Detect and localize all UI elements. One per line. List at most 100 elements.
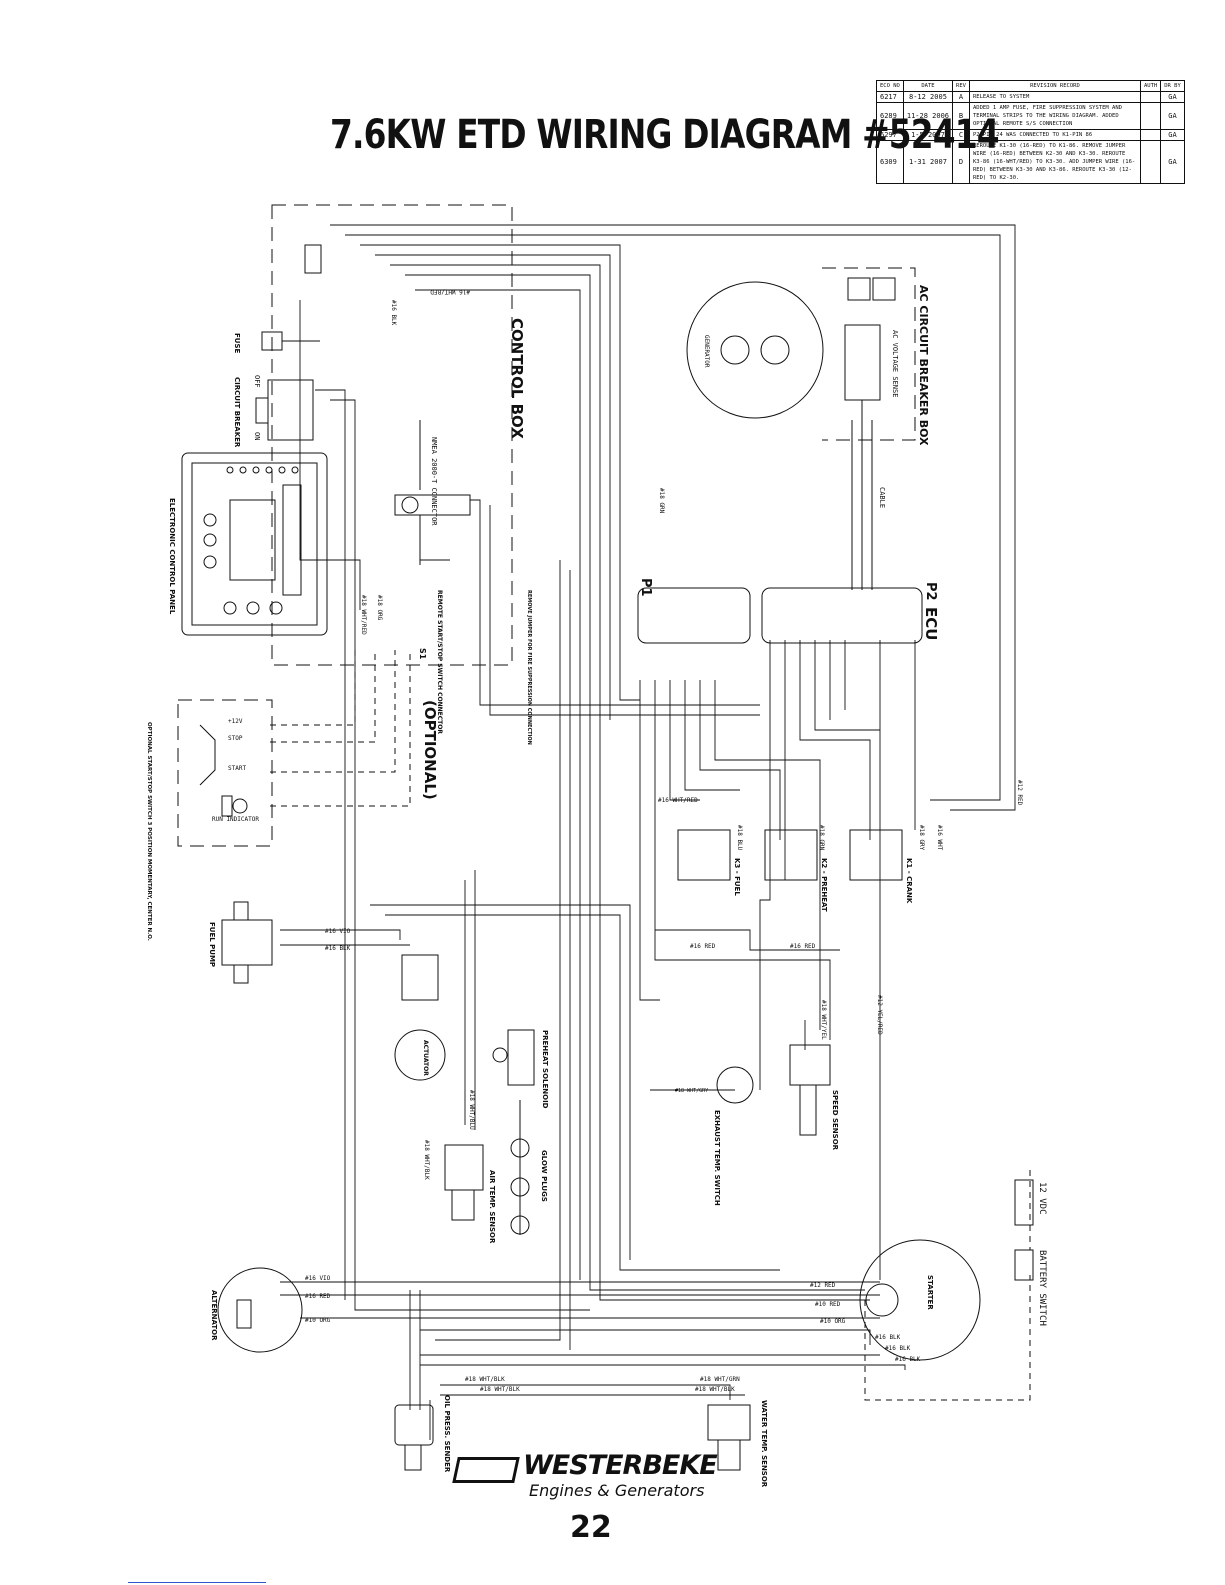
- wire-label: #12 RED: [1016, 780, 1023, 806]
- wire-label: #12 YEL/RED: [876, 995, 883, 1035]
- wire-label: #16 BLK: [875, 1334, 901, 1341]
- wire-label: #18 WHT/BLK: [465, 1376, 505, 1383]
- wire-label: #16 WHT/RED: [430, 288, 470, 295]
- preheat-solenoid-label: PREHEAT SOLENOID: [541, 1030, 549, 1109]
- wire-label: #16 BLK: [885, 1345, 911, 1352]
- wire-label: #18 BLU: [736, 825, 743, 851]
- k2-label: K2 - PREHEAT: [820, 858, 828, 912]
- wire-label: #18 WHT/BLU: [468, 1090, 475, 1130]
- wire-label: #16 RED: [690, 943, 716, 950]
- wire-label: #16 RED: [305, 1293, 331, 1300]
- wire-label: #10 ORG: [305, 1317, 331, 1324]
- remote-connector-label: REMOTE START/STOP SWITCH CONNECTOR: [436, 590, 443, 734]
- wire-label: #16 BLK: [390, 300, 397, 326]
- ac-voltage-sense-block: [844, 277, 896, 590]
- electronic-control-panel: [181, 452, 328, 636]
- alternator-symbol: [217, 1267, 303, 1353]
- relay-k1: [849, 829, 903, 881]
- wire-label: #18 WHT/YEL: [820, 1000, 827, 1040]
- battery-negative-loop: [864, 1275, 1031, 1401]
- optional-switch-symbol: [199, 724, 248, 817]
- optional-switch-outline: [177, 699, 273, 847]
- ecp-label: ELECTRONIC CONTROL PANEL: [168, 498, 176, 615]
- optional-wiring: [270, 650, 411, 807]
- actuator-symbol: [394, 954, 446, 1081]
- k1-label: K1 - CRANK: [905, 858, 913, 904]
- exhaust-temp-switch-symbol: [716, 1066, 754, 1104]
- p1-label: P1: [638, 578, 653, 597]
- pos-12v-label: +12V: [228, 718, 243, 725]
- wire-label: #10 RED: [815, 1301, 841, 1308]
- wire-label: #16 WHT/RED: [658, 797, 698, 804]
- page-number: 22: [570, 1510, 612, 1545]
- starter-label: STARTER: [926, 1275, 934, 1310]
- wire-label: #16 VIO: [305, 1275, 331, 1282]
- wire-label: #18 ORG: [376, 595, 383, 621]
- nmea-connector-label: NMEA 2000-T CONNECTOR: [430, 437, 438, 526]
- water-temp-label: WATER TEMP. SENSOR: [760, 1400, 768, 1488]
- alternator-label: ALTERNATOR: [210, 1290, 218, 1341]
- ac-breaker-box-label: AC CIRCUIT BREAKER BOX: [917, 285, 930, 446]
- col-auth: AUTH: [1139, 80, 1162, 92]
- ecu-connector-p1: [637, 587, 751, 644]
- cell-date: 1-31 2007: [902, 140, 954, 184]
- circuit-breaker-symbol: [255, 379, 314, 441]
- ac-voltage-sense-label: AC VOLTAGE SENSE: [891, 330, 899, 397]
- p2-label: P2: [923, 582, 938, 601]
- wire-label: #16 RED: [790, 943, 816, 950]
- ac-breaker-box-outline: [822, 267, 916, 441]
- oil-press-sender-symbol: [394, 1404, 434, 1471]
- breaker-on-label: ON: [253, 432, 261, 440]
- pos-stop-label: STOP: [228, 735, 243, 742]
- wire-label: #18 WHT/GRY: [675, 1088, 708, 1094]
- wire-label: #18 WHT/BLK: [423, 1140, 430, 1180]
- wire-label: #18 WHT/RED: [360, 595, 367, 635]
- circuit-breaker-label: CIRCUIT BREAKER: [233, 377, 241, 448]
- control-box-outline: [271, 204, 513, 666]
- logo-brand: WESTERBEKE: [523, 1450, 718, 1481]
- breaker-off-label: OFF: [253, 375, 261, 388]
- wire-label: #18 WHT/BLK: [695, 1386, 735, 1393]
- preheat-solenoid-symbol: [492, 1029, 535, 1086]
- wire-label: #12 RED: [810, 1282, 836, 1289]
- fire-jumper-label: REMOVE JUMPER FOR FIRE SUPPRESSION CONNE…: [526, 590, 532, 745]
- battery-switch-symbol: [1014, 1249, 1034, 1281]
- revision-record-table: ECO NO DATE REV REVISION RECORD AUTH DR …: [876, 80, 1185, 184]
- starter-symbol: [859, 1239, 981, 1361]
- wire-label: #10 ORG: [820, 1318, 846, 1325]
- ecu-label: ECU: [922, 607, 940, 640]
- optional-label: (OPTIONAL): [421, 700, 439, 800]
- actuator-label: ACTUATOR: [422, 1040, 429, 1076]
- wire-label: #16 BLK: [325, 945, 351, 952]
- fuel-pump-symbol: [221, 901, 273, 984]
- fuse-symbol: [261, 331, 320, 351]
- water-temp-sensor-symbol: [707, 1404, 751, 1471]
- wire-label: #16 WHT: [936, 825, 943, 851]
- wire-label: #18 GRN: [658, 488, 665, 514]
- s1-label: S1: [418, 648, 427, 660]
- wire-label: #18 GRY: [918, 825, 925, 851]
- wire-harness: [280, 224, 1016, 1440]
- battery-label: 12 VDC: [1037, 1182, 1047, 1215]
- battery-symbol: [1014, 1179, 1034, 1226]
- nmea-tee-connector: [394, 420, 471, 565]
- ecu-connector-p2: [761, 587, 923, 644]
- oil-press-label: OIL PRESS. SENDER: [443, 1395, 451, 1473]
- optional-switch-label: OPTIONAL START/STOP SWITCH 3 POSITION MO…: [146, 722, 152, 941]
- logo-tagline: Engines & Generators: [529, 1480, 705, 1500]
- cell-eco: 6289: [876, 102, 904, 130]
- speed-sensor-symbol: [789, 1044, 831, 1136]
- cell-desc: REROUTE K1-30 (16-RED) TO K1-86. REMOVE …: [968, 140, 1141, 184]
- control-box-label: CONTROL BOX: [508, 318, 526, 439]
- cell-dr: GA: [1160, 102, 1185, 130]
- terminal-strip: [304, 244, 322, 274]
- wire-label: #16 VIO: [325, 928, 351, 935]
- fuse-label: FUSE: [233, 333, 241, 354]
- logo-mark-icon: [452, 1456, 520, 1483]
- wire-label: #18 WHT/GRN: [700, 1376, 740, 1383]
- speed-sensor-label: SPEED SENSOR: [831, 1090, 839, 1151]
- cell-eco: 6309: [876, 140, 904, 184]
- revision-row: 6309 1-31 2007 D REROUTE K1-30 (16-RED) …: [876, 140, 1185, 184]
- revision-row: 6217 8-12 2005 A RELEASE TO SYSTEM GA: [876, 91, 1185, 103]
